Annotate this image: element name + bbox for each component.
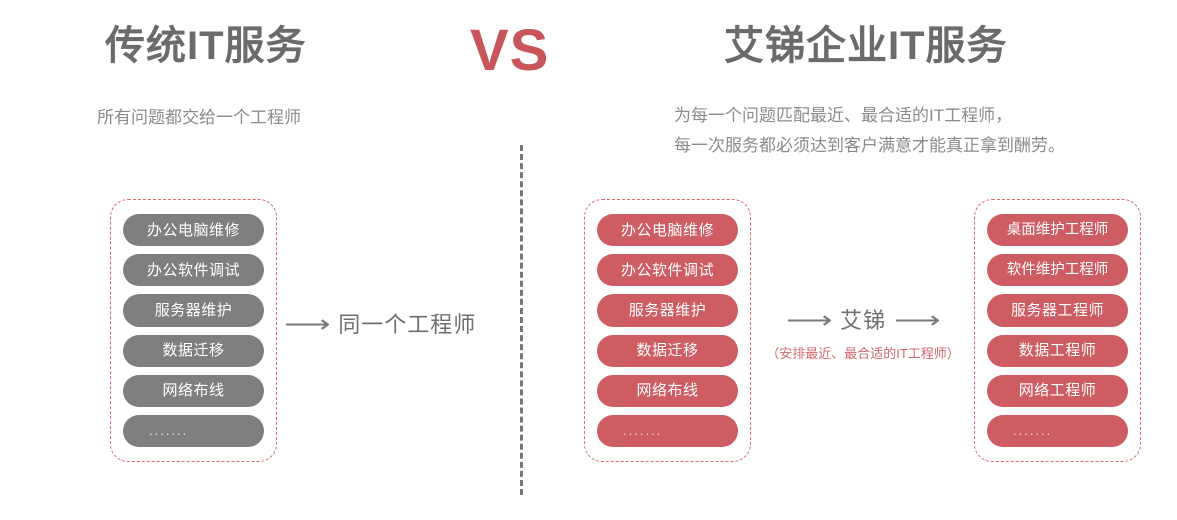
aiti-flow: ⟶ 艾锑 ⟶ （安排最近、最合适的IT工程师）: [752, 309, 974, 362]
aiti-service-list: 办公电脑维修 办公软件调试 服务器维护 数据迁移 网络布线 .......: [584, 199, 751, 462]
arrow-right-in-icon: ⟶: [785, 307, 833, 334]
service-pill: 服务器维护: [123, 294, 264, 327]
service-pill: 网络布线: [597, 374, 738, 407]
service-pill: 数据迁移: [123, 334, 264, 367]
engineer-pill: 数据工程师: [987, 334, 1128, 367]
traditional-flow: ⟶ 同一个工程师: [272, 313, 494, 337]
left-panel-subtitle: 所有问题都交给一个工程师: [97, 108, 301, 127]
engineer-pill: 软件维护工程师: [987, 254, 1128, 287]
service-pill: 办公软件调试: [123, 254, 264, 287]
right-panel-subtitle-line2: 每一次服务都必须达到客户满意才能真正拿到酬劳。: [674, 136, 1065, 155]
right-panel-title: 艾锑企业IT服务: [724, 24, 1008, 68]
service-pill: 数据迁移: [597, 334, 738, 367]
service-pill: 服务器维护: [597, 294, 738, 327]
right-panel-subtitle: 为每一个问题匹配最近、最合适的IT工程师， 每一次服务都必须达到客户满意才能真正…: [674, 101, 1065, 161]
arrow-right-icon: ⟶: [283, 311, 331, 338]
service-pill: 办公电脑维修: [597, 214, 738, 247]
service-pill: 网络布线: [123, 374, 264, 407]
traditional-it-panel: 传统IT服务 所有问题都交给一个工程师 办公电脑维修 办公软件调试 服务器维护 …: [0, 0, 520, 520]
right-panel-subtitle-line1: 为每一个问题匹配最近、最合适的IT工程师，: [674, 106, 1013, 125]
engineer-pill: 服务器工程师: [987, 294, 1128, 327]
panel-divider: [520, 145, 523, 495]
left-panel-title: 传统IT服务: [105, 24, 307, 68]
engineer-pill-more: .......: [987, 414, 1128, 448]
service-pill: 办公电脑维修: [123, 214, 264, 247]
single-engineer-label: 同一个工程师: [338, 312, 477, 337]
engineer-list: 桌面维护工程师 软件维护工程师 服务器工程师 数据工程师 网络工程师 .....…: [974, 199, 1141, 462]
arrow-right-out-icon: ⟶: [893, 307, 941, 334]
engineer-pill: 网络工程师: [987, 374, 1128, 407]
aiti-flow-note: （安排最近、最合适的IT工程师）: [766, 346, 960, 361]
service-pill-more: .......: [123, 414, 264, 448]
service-pill: 办公软件调试: [597, 254, 738, 287]
service-pill-more: .......: [597, 414, 738, 448]
aiti-brand-label: 艾锑: [839, 308, 886, 333]
engineer-pill: 桌面维护工程师: [987, 214, 1128, 247]
traditional-service-list: 办公电脑维修 办公软件调试 服务器维护 数据迁移 网络布线 .......: [110, 199, 277, 462]
vs-label: VS: [470, 18, 550, 83]
